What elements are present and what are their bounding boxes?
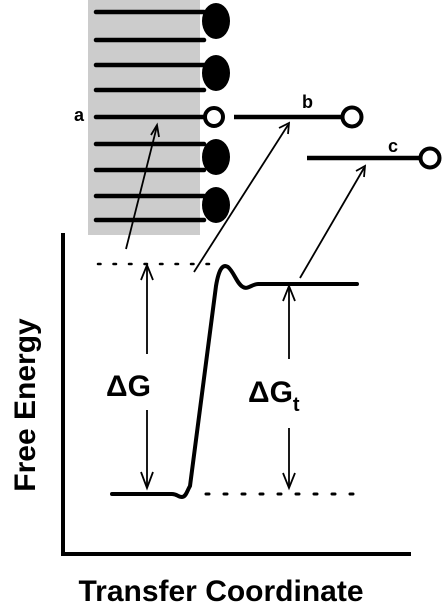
free-energy-curve xyxy=(110,264,359,499)
lipid-tails xyxy=(93,9,207,223)
lipid-heads xyxy=(202,3,230,223)
arrow-to-b xyxy=(193,124,289,273)
probe-a-open-head xyxy=(203,106,225,128)
delta-symbol: Δ xyxy=(248,376,270,409)
probe-c-open-head xyxy=(418,146,442,170)
transition-arrows xyxy=(125,121,367,279)
delta-symbol: Δ xyxy=(106,370,128,403)
arrow-to-c xyxy=(299,167,365,279)
delta-gt-label: ΔGt xyxy=(248,376,300,416)
x-axis-label: Transfer Coordinate xyxy=(78,575,363,608)
delta-gt-text: G xyxy=(270,376,293,409)
label-c: c xyxy=(388,136,398,156)
label-a: a xyxy=(74,105,85,125)
delta-gt-arrow xyxy=(282,283,296,491)
probe-b-open-head xyxy=(340,105,364,129)
delta-g-arrow xyxy=(140,262,154,491)
y-axis-label: Free Energy xyxy=(9,318,42,492)
delta-g-text: G xyxy=(128,370,151,403)
delta-g-label: ΔG xyxy=(106,370,151,403)
delta-gt-subscript: t xyxy=(293,394,300,416)
plot-axes xyxy=(61,233,411,556)
label-b: b xyxy=(302,92,313,112)
arrow-to-a xyxy=(125,125,158,250)
